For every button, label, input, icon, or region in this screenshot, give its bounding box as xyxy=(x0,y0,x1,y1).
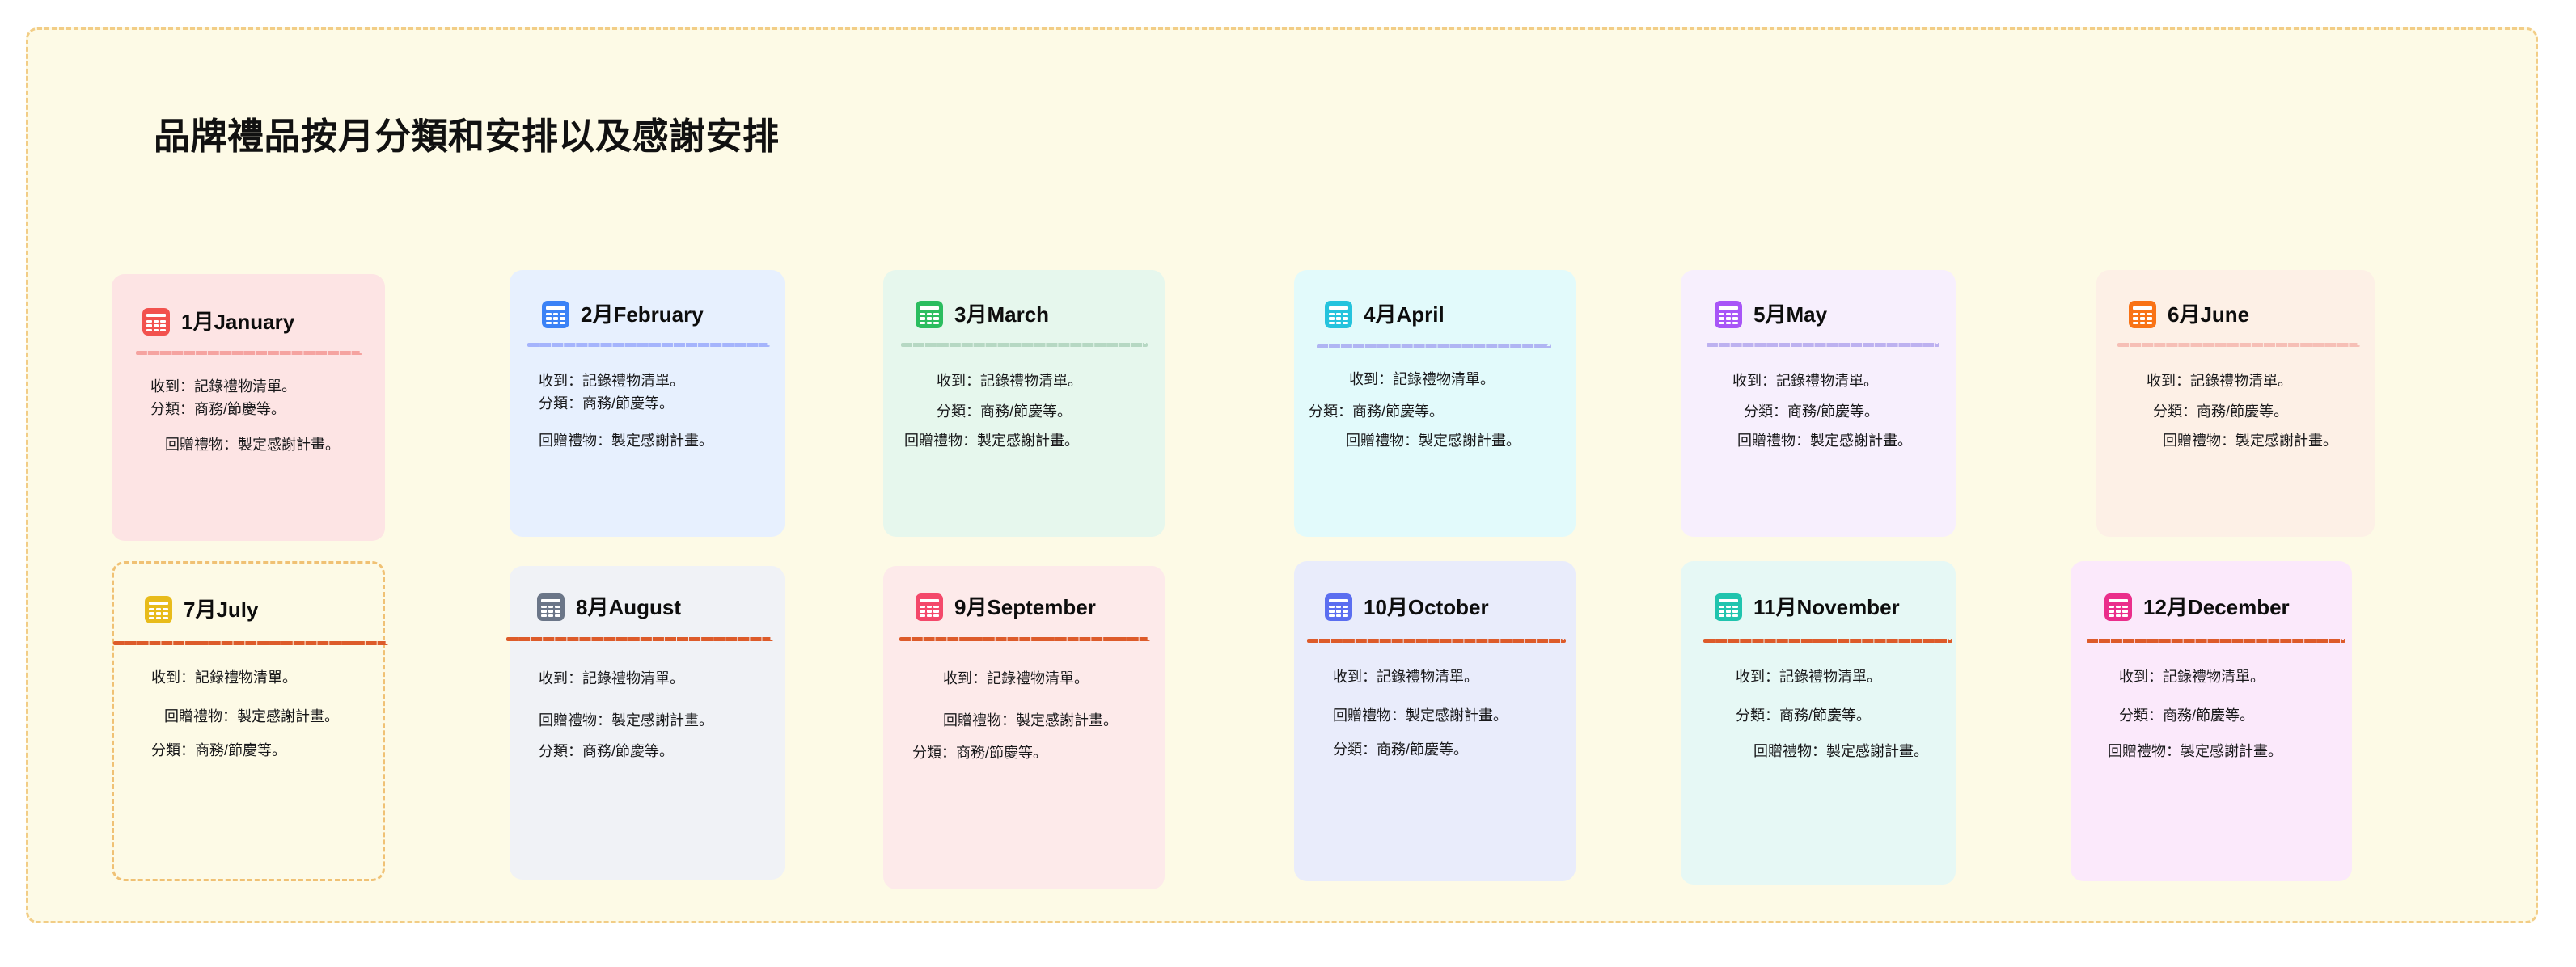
calendar-icon xyxy=(1325,593,1352,621)
card-divider-october xyxy=(1307,639,1566,643)
month-card-header-february: 2月February xyxy=(542,301,704,328)
month-card-header-may: 5月May xyxy=(1715,301,1827,328)
card-note-june-received: 收到：記錄禮物清單。 xyxy=(2147,373,2292,389)
month-card-may[interactable]: 5月May 收到：記錄禮物清單。分類：商務/節慶等。回贈禮物：製定感謝計畫。 xyxy=(1681,270,1956,537)
calendar-icon xyxy=(542,301,569,328)
card-note-december-category: 分類：商務/節慶等。 xyxy=(2119,707,2255,724)
card-note-march-return_gift: 回贈禮物：製定感謝計畫。 xyxy=(904,433,1079,449)
month-label-april: 4月April xyxy=(1364,302,1445,327)
card-note-april-return_gift: 回贈禮物：製定感謝計畫。 xyxy=(1346,433,1521,449)
card-divider-september xyxy=(899,637,1150,641)
calendar-icon xyxy=(1325,301,1352,328)
card-note-january-return_gift: 回贈禮物：製定感謝計畫。 xyxy=(165,437,340,453)
card-note-september-received: 收到：記錄禮物清單。 xyxy=(943,670,1089,686)
calendar-icon xyxy=(2129,301,2156,328)
card-note-july-category: 分類：商務/節慶等。 xyxy=(151,742,287,758)
month-card-header-september: 9月September xyxy=(916,593,1096,621)
month-card-header-october: 10月October xyxy=(1325,593,1489,621)
card-note-august-category: 分類：商務/節慶等。 xyxy=(539,743,675,759)
month-card-header-august: 8月August xyxy=(537,593,681,621)
card-divider-november xyxy=(1703,639,1952,643)
month-card-header-june: 6月June xyxy=(2129,301,2249,328)
card-divider-march xyxy=(901,343,1148,347)
month-label-february: 2月February xyxy=(581,302,704,327)
month-card-header-march: 3月March xyxy=(916,301,1049,328)
month-card-header-december: 12月December xyxy=(2104,593,2290,621)
month-label-march: 3月March xyxy=(954,302,1050,327)
card-divider-january xyxy=(136,351,362,355)
calendar-icon xyxy=(1715,301,1742,328)
card-note-july-received: 收到：記錄禮物清單。 xyxy=(151,669,297,686)
card-note-march-category: 分類：商務/節慶等。 xyxy=(937,403,1072,420)
month-label-december: 12月December xyxy=(2143,595,2290,619)
card-divider-april xyxy=(1317,344,1551,348)
card-divider-december xyxy=(2087,639,2345,643)
month-label-september: 9月September xyxy=(954,595,1096,619)
month-card-august[interactable]: 8月August 收到：記錄禮物清單。回贈禮物：製定感謝計畫。分類：商務/節慶等。 xyxy=(506,566,785,880)
card-note-february-return_gift: 回贈禮物：製定感謝計畫。 xyxy=(539,433,713,449)
month-card-january[interactable]: 1月January 收到：記錄禮物清單。分類：商務/節慶等。回贈禮物：製定感謝計畫… xyxy=(112,274,385,541)
month-card-september[interactable]: 9月September 收到：記錄禮物清單。回贈禮物：製定感謝計畫。分類：商務/節… xyxy=(883,566,1165,889)
card-note-november-return_gift: 回贈禮物：製定感謝計畫。 xyxy=(1753,743,1928,759)
month-label-november: 11月November xyxy=(1753,595,1900,619)
card-divider-august xyxy=(506,637,773,641)
card-note-december-received: 收到：記錄禮物清單。 xyxy=(2119,669,2265,685)
month-card-april[interactable]: 4月April 收到：記錄禮物清單。分類：商務/節慶等。回贈禮物：製定感謝計畫。 xyxy=(1294,270,1576,537)
card-note-august-received: 收到：記錄禮物清單。 xyxy=(539,670,684,686)
card-note-june-category: 分類：商務/節慶等。 xyxy=(2153,403,2289,420)
card-note-april-category: 分類：商務/節慶等。 xyxy=(1309,403,1445,420)
card-note-june-return_gift: 回贈禮物：製定感謝計畫。 xyxy=(2163,433,2337,449)
month-label-january: 1月January xyxy=(181,310,295,334)
month-label-june: 6月June xyxy=(2168,302,2250,327)
card-note-may-return_gift: 回贈禮物：製定感謝計畫。 xyxy=(1737,433,1912,449)
month-label-july: 7月July xyxy=(184,598,259,622)
month-card-header-april: 4月April xyxy=(1325,301,1445,328)
card-note-january-received: 收到：記錄禮物清單。 xyxy=(150,378,296,395)
card-note-october-category: 分類：商務/節慶等。 xyxy=(1333,741,1469,758)
calendar-icon xyxy=(145,596,172,623)
month-card-header-july: 7月July xyxy=(145,596,259,623)
card-note-february-received: 收到：記錄禮物清單。 xyxy=(539,373,684,389)
card-divider-june xyxy=(2117,343,2360,347)
month-card-march[interactable]: 3月March 收到：記錄禮物清單。分類：商務/節慶等。回贈禮物：製定感謝計畫。 xyxy=(883,270,1165,537)
month-label-october: 10月October xyxy=(1364,595,1489,619)
month-card-december[interactable]: 12月December 收到：記錄禮物清單。分類：商務/節慶等。回贈禮物：製定感謝… xyxy=(2071,561,2352,881)
month-card-header-january: 1月January xyxy=(142,308,294,336)
month-card-july[interactable]: 7月July 收到：記錄禮物清單。回贈禮物：製定感謝計畫。分類：商務/節慶等。 xyxy=(112,561,388,881)
card-note-november-received: 收到：記錄禮物清單。 xyxy=(1736,669,1881,685)
calendar-icon xyxy=(2104,593,2132,621)
month-card-october[interactable]: 10月October 收到：記錄禮物清單。回贈禮物：製定感謝計畫。分類：商務/節慶… xyxy=(1294,561,1576,881)
card-note-august-return_gift: 回贈禮物：製定感謝計畫。 xyxy=(539,712,713,728)
card-divider-july xyxy=(113,641,388,645)
calendar-icon xyxy=(537,593,565,621)
calendar-icon xyxy=(916,593,943,621)
month-label-august: 8月August xyxy=(576,595,682,619)
month-card-june[interactable]: 6月June 收到：記錄禮物清單。分類：商務/節慶等。回贈禮物：製定感謝計畫。 xyxy=(2096,270,2375,537)
card-note-september-return_gift: 回贈禮物：製定感謝計畫。 xyxy=(943,712,1118,728)
card-note-march-received: 收到：記錄禮物清單。 xyxy=(937,373,1082,389)
card-note-september-category: 分類：商務/節慶等。 xyxy=(912,745,1048,761)
card-note-january-category: 分類：商務/節慶等。 xyxy=(150,401,286,417)
card-note-october-return_gift: 回贈禮物：製定感謝計畫。 xyxy=(1333,707,1508,724)
card-note-may-received: 收到：記錄禮物清單。 xyxy=(1732,373,1878,389)
calendar-icon xyxy=(142,308,170,336)
month-label-may: 5月May xyxy=(1753,302,1828,327)
calendar-icon xyxy=(916,301,943,328)
card-divider-february xyxy=(527,343,770,347)
card-note-october-received: 收到：記錄禮物清單。 xyxy=(1333,669,1478,685)
page-title: 品牌禮品按月分類和安排以及感謝安排 xyxy=(154,116,780,157)
month-card-february[interactable]: 2月February 收到：記錄禮物清單。分類：商務/節慶等。回贈禮物：製定感謝計… xyxy=(510,270,785,537)
card-note-july-return_gift: 回贈禮物：製定感謝計畫。 xyxy=(164,708,339,724)
month-card-november[interactable]: 11月November 收到：記錄禮物清單。分類：商務/節慶等。回贈禮物：製定感謝… xyxy=(1681,561,1956,885)
card-note-may-category: 分類：商務/節慶等。 xyxy=(1744,403,1880,420)
card-note-november-category: 分類：商務/節慶等。 xyxy=(1736,707,1872,724)
calendar-icon xyxy=(1715,593,1742,621)
card-note-december-return_gift: 回贈禮物：製定感謝計畫。 xyxy=(2108,743,2282,759)
month-card-header-november: 11月November xyxy=(1715,593,1900,621)
card-note-february-category: 分類：商務/節慶等。 xyxy=(539,395,675,412)
card-note-april-received: 收到：記錄禮物清單。 xyxy=(1349,371,1495,387)
card-divider-may xyxy=(1707,343,1939,347)
